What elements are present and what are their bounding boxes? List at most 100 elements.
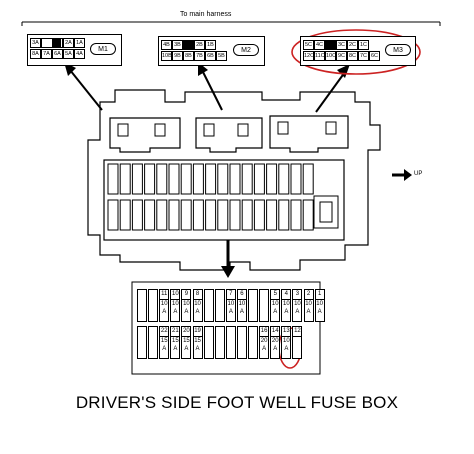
pin: 1C <box>358 40 369 50</box>
relay-socket-m3 <box>269 115 349 153</box>
grid-fuse-slot <box>266 199 278 231</box>
fuse-rating: 20 <box>260 338 268 344</box>
fuse-number: 1 <box>315 290 324 300</box>
fuse-rating: A <box>295 309 300 315</box>
pin: 4A <box>74 49 85 59</box>
key-pin <box>183 40 194 50</box>
fuse-slot <box>236 326 247 359</box>
fuse-slot <box>248 326 259 359</box>
grid-fuse-slot <box>241 163 253 195</box>
pin: 10B <box>161 51 172 61</box>
fuse-number: 5 <box>271 290 280 300</box>
pin: 3B <box>172 40 183 50</box>
fuse-rating: A <box>162 309 167 315</box>
fuse-rating: 15 <box>172 338 179 344</box>
fuse-rating: A <box>239 309 244 315</box>
grid-fuse-slot <box>107 199 119 231</box>
pin: 5B <box>216 51 227 61</box>
grid-fuse-slot <box>131 199 143 231</box>
grid-fuse-slot <box>192 199 204 231</box>
fuse-rating: 10 <box>238 301 246 307</box>
fuse-number: 19 <box>193 327 202 337</box>
grid-fuse-slot <box>119 163 131 195</box>
fuse-slot <box>148 289 159 322</box>
connector-label: M2 <box>233 44 259 56</box>
arrow-m3-icon <box>337 64 350 78</box>
fuse-slot-grid <box>107 163 314 231</box>
fuse-rating: 10 <box>305 301 312 307</box>
grid-fuse-slot <box>217 163 229 195</box>
pin: 3C <box>336 40 347 50</box>
fuse-rating: A <box>228 309 233 315</box>
fuse-rating: 10 <box>283 301 290 307</box>
fuse-number: 12 <box>293 327 302 337</box>
grid-fuse-slot <box>205 163 217 195</box>
grid-fuse-slot <box>302 199 314 231</box>
connector-label: M3 <box>385 44 411 56</box>
grid-fuse-slot <box>156 163 168 195</box>
connector-m1: 3A 2A 1A 8A 7A 6A 5A 4A M1 <box>27 34 122 66</box>
fuse-rating: 10 <box>294 301 301 307</box>
fuse-slot <box>137 326 148 359</box>
pin: 5C <box>303 40 314 50</box>
fuse-slot <box>248 289 259 322</box>
fuse-number: 21 <box>171 327 180 337</box>
pin: 11C <box>314 51 325 61</box>
grid-fuse-slot <box>180 199 192 231</box>
fuse-box-outline <box>87 89 381 271</box>
pin: 9B <box>172 51 183 61</box>
up-arrow-icon <box>404 169 412 181</box>
grid-fuse-slot <box>144 199 156 231</box>
fuse-slot <box>137 289 148 322</box>
down-arrow-icon <box>221 266 235 278</box>
pin: 4C <box>314 40 325 50</box>
fuse-slot <box>214 326 225 359</box>
fuse-number: 11 <box>160 290 169 300</box>
pin: 12C <box>303 51 315 61</box>
fuse-number: 13 <box>282 327 291 337</box>
fuse-rating: A <box>306 309 311 315</box>
fuse-rating: A <box>273 309 278 315</box>
pin: 1B <box>205 40 216 50</box>
fuse-rating: 10 <box>227 301 235 307</box>
fuse-rating: A <box>195 346 200 352</box>
fuse-number: 7 <box>226 290 235 300</box>
grid-fuse-slot <box>131 163 143 195</box>
diagram-title: DRIVER'S SIDE FOOT WELL FUSE BOX <box>75 393 399 412</box>
fuse-detail-box <box>131 281 321 375</box>
grid-fuse-slot <box>290 199 302 231</box>
grid-fuse-slot <box>168 199 180 231</box>
fuse-rating: 10 <box>194 301 201 307</box>
fuse-rating: A <box>184 346 189 352</box>
grid-fuse-slot <box>278 199 290 231</box>
fuse-rating: A <box>284 309 289 315</box>
fuse-rating: 20 <box>271 338 279 344</box>
fuse-number: 3 <box>293 290 302 300</box>
fuse-rating: A <box>184 309 189 315</box>
key-pin <box>52 38 61 48</box>
fuse-slot <box>203 289 214 322</box>
connector-m3: 5C 4C 3C 2C 1C 12C 11C 10C 9C 8C 7C 6C M… <box>300 36 416 66</box>
fuse-rating: 10 <box>172 301 179 307</box>
fuse-number: 10 <box>171 290 180 300</box>
grid-fuse-slot <box>253 199 265 231</box>
fuse-slot <box>203 326 214 359</box>
fuse-rating: 10 <box>271 301 279 307</box>
grid-fuse-slot <box>217 199 229 231</box>
grid-fuse-slot <box>168 163 180 195</box>
fuse-rating: A <box>284 346 289 352</box>
pin: 7C <box>358 51 369 61</box>
pin: 8B <box>183 51 194 61</box>
